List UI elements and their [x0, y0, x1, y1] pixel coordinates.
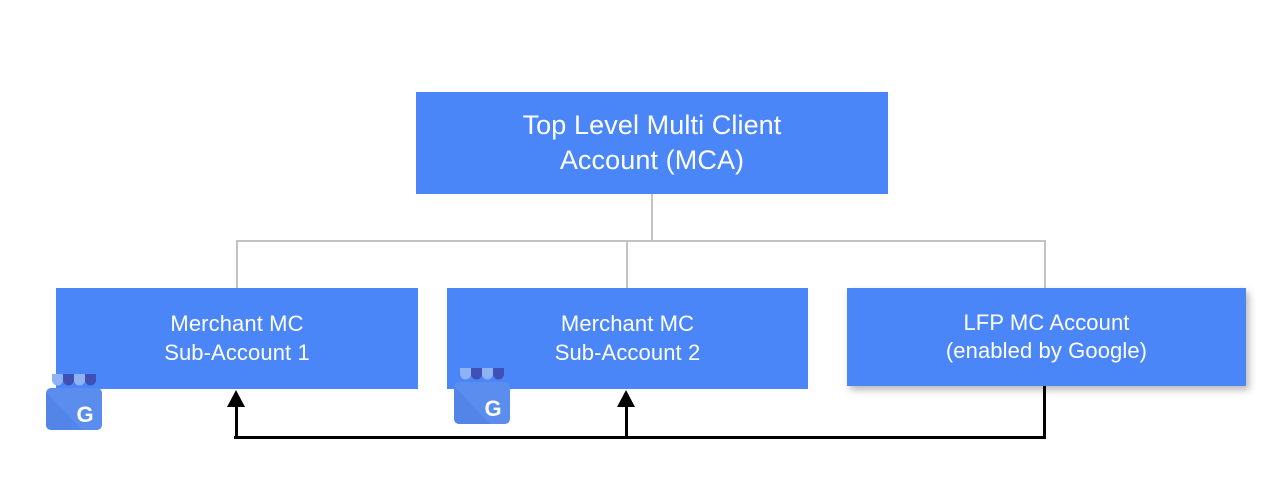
node-merchant-sub-account-2-label: Merchant MC Sub-Account 2 — [554, 311, 701, 365]
connector-drop-sub1 — [236, 240, 238, 289]
arrowhead-to-sub1 — [227, 390, 245, 407]
feedback-line-to-sub2 — [625, 405, 628, 439]
gbp-letter-g: G — [484, 396, 501, 421]
feedback-line-horizontal — [234, 436, 1046, 439]
google-business-profile-icon: G — [46, 374, 102, 430]
node-top-level-mca[interactable]: Top Level Multi Client Account (MCA) — [416, 92, 888, 194]
connector-mca-stem — [651, 194, 653, 242]
feedback-line-from-lfp — [1043, 386, 1046, 439]
feedback-line-to-sub1 — [235, 405, 238, 439]
connector-horizontal-bar — [236, 240, 1046, 242]
connector-drop-sub2 — [626, 240, 628, 289]
google-business-profile-icon: G — [454, 368, 510, 424]
gbp-letter-g: G — [76, 402, 93, 427]
node-lfp-mc-account-label: LFP MC Account (enabled by Google) — [945, 309, 1148, 363]
node-merchant-sub-account-2[interactable]: Merchant MC Sub-Account 2 — [447, 288, 808, 389]
node-top-level-mca-label: Top Level Multi Client Account (MCA) — [522, 110, 782, 175]
node-lfp-mc-account[interactable]: LFP MC Account (enabled by Google) — [847, 288, 1246, 386]
arrowhead-to-sub2 — [617, 390, 635, 407]
node-merchant-sub-account-1-label: Merchant MC Sub-Account 1 — [164, 311, 310, 365]
connector-drop-lfp — [1044, 240, 1046, 289]
node-merchant-sub-account-1[interactable]: Merchant MC Sub-Account 1 — [56, 288, 418, 389]
